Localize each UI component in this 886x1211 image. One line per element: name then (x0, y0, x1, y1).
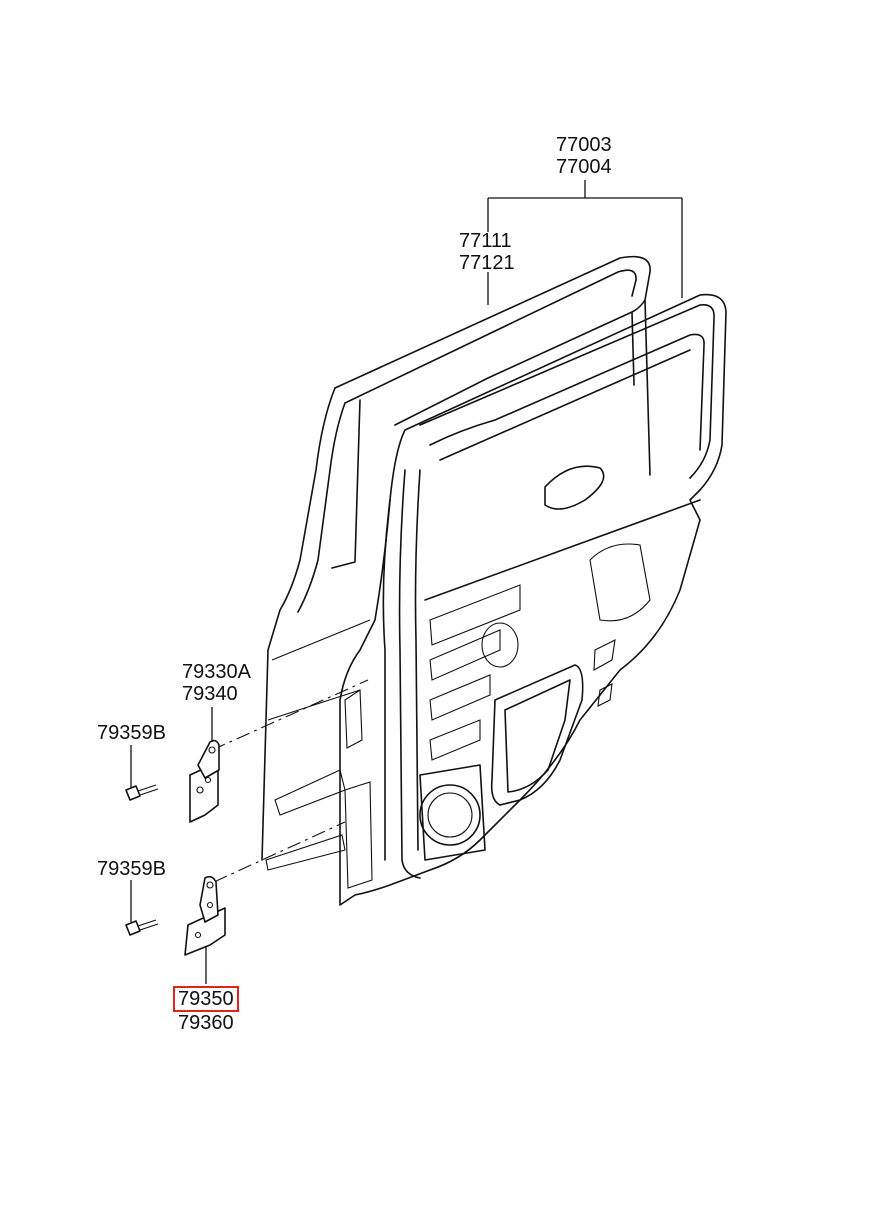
part-number: 77004 (556, 156, 612, 178)
part-number: 77121 (459, 252, 515, 274)
callout-lower-bolt: 79359B (97, 858, 166, 880)
leader-lines (130, 180, 683, 984)
part-number: 77003 (556, 134, 612, 156)
lower-bolt (125, 919, 159, 936)
part-number: 79359B (97, 858, 166, 880)
upper-hinge (189, 739, 220, 823)
highlighted-part-number[interactable]: 79350 (173, 986, 239, 1012)
callout-upper-bolt: 79359B (97, 722, 166, 744)
part-number: 79359B (97, 722, 166, 744)
lower-hinge (184, 875, 226, 956)
door-weatherstrip (261, 255, 651, 871)
part-number: 79340 (182, 683, 238, 705)
callout-lower-hinge: 79350 79360 (173, 986, 239, 1034)
part-number: 77111 (459, 230, 512, 252)
callout-door-assembly: 77003 77004 (556, 134, 612, 178)
callout-upper-hinge: 79330A 79340 (182, 661, 251, 705)
part-number: 79330A (182, 661, 251, 683)
upper-bolt (125, 784, 159, 801)
door-shell (339, 293, 727, 906)
hinge-alignment-lines (211, 679, 369, 883)
callout-weatherstrip: 77111 77121 (459, 230, 515, 274)
part-number: 79360 (178, 1012, 234, 1034)
